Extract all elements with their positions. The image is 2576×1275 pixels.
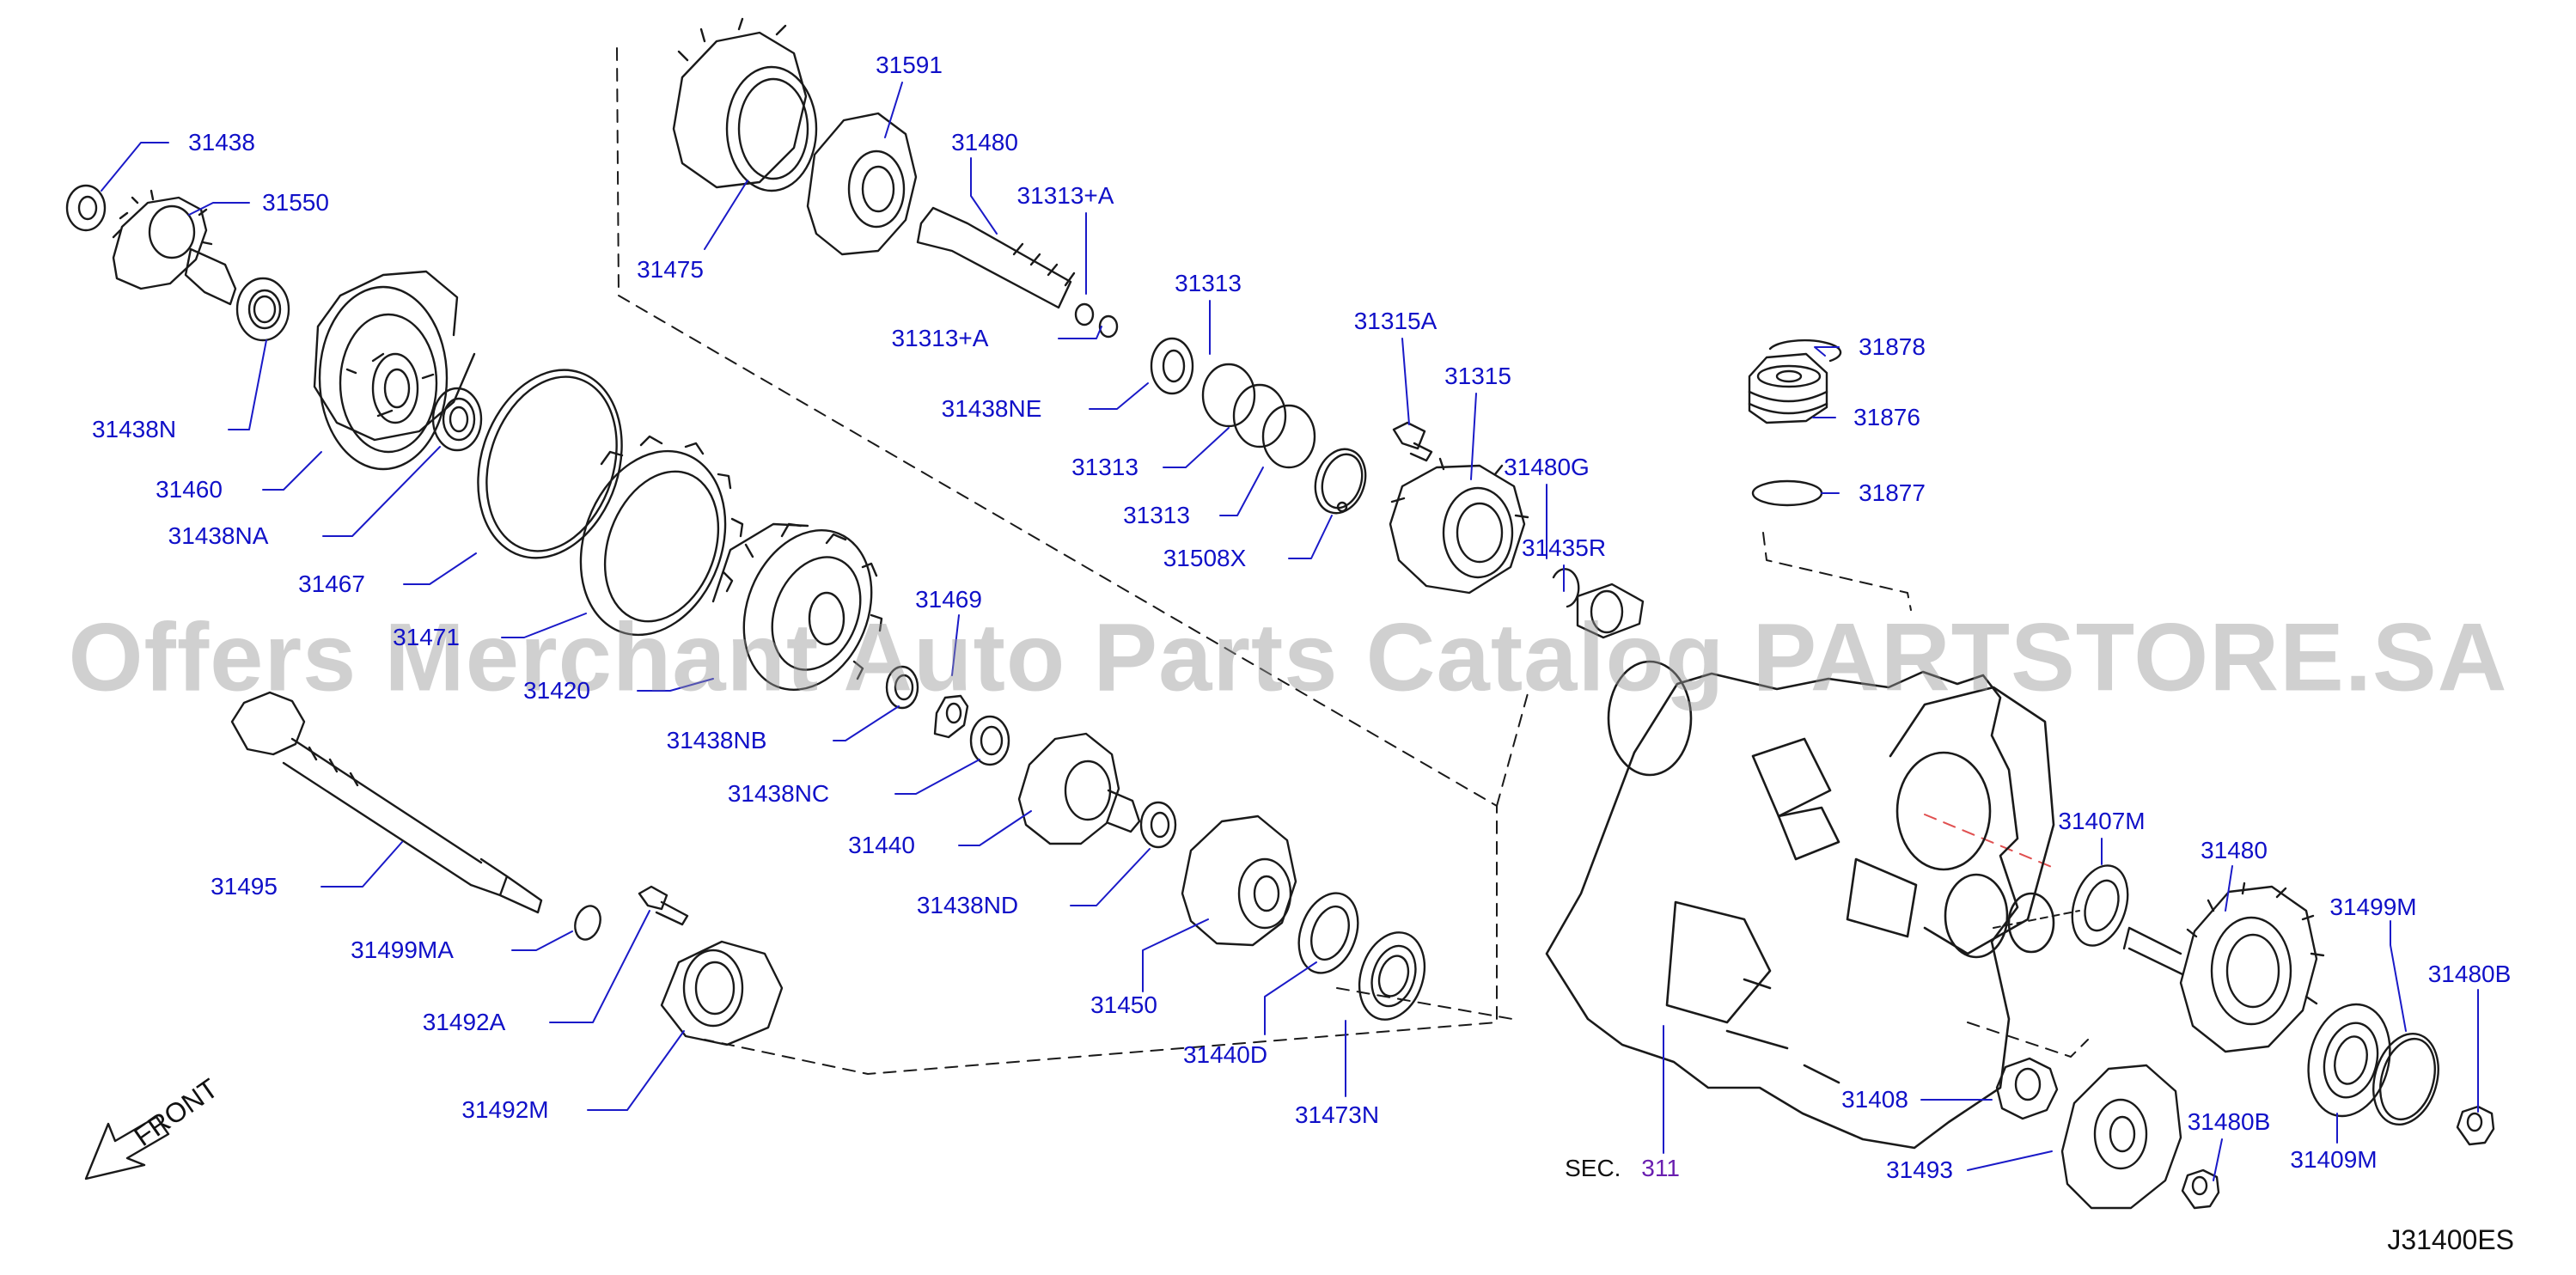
part-number-label[interactable]: 31475: [637, 256, 704, 283]
part-number-label[interactable]: 31313+A: [1016, 182, 1114, 209]
part-31492M-bearing-retainer[interactable]: [660, 940, 784, 1046]
leader-lines: [101, 82, 2479, 1181]
part-number-label[interactable]: 31480: [2201, 837, 2268, 863]
part-31480-input-shaft[interactable]: [916, 206, 1076, 309]
part-31480G-snap-ring[interactable]: [1552, 568, 1580, 608]
part-31438ND-bearing[interactable]: [1139, 801, 1177, 849]
part-31313-shims[interactable]: [1201, 363, 1316, 469]
part-31438NE-bearing[interactable]: [1150, 337, 1194, 395]
part-31591-gear[interactable]: [806, 112, 918, 256]
part-31876-seal[interactable]: [1748, 352, 1828, 424]
part-number-label[interactable]: 31438NB: [666, 727, 767, 753]
part-31508X-snap-ring[interactable]: [1308, 442, 1374, 520]
part-31450-gear[interactable]: [1181, 814, 1297, 947]
part-number-label[interactable]: 31438NA: [168, 522, 269, 549]
part-number-label[interactable]: 31313+A: [891, 325, 989, 351]
part-number-label[interactable]: 31876: [1853, 404, 1920, 430]
front-arrow-icon: [84, 1115, 170, 1180]
part-31467-snap-ring[interactable]: [455, 351, 644, 576]
part-31409M-bearing[interactable]: [2297, 996, 2401, 1125]
part-number-label[interactable]: 31460: [156, 476, 223, 503]
part-31438-washer[interactable]: [65, 184, 107, 232]
part-number-label[interactable]: 31473N: [1294, 1101, 1380, 1128]
part-number-label[interactable]: 31313: [1071, 454, 1138, 480]
part-number-label[interactable]: 31508X: [1163, 545, 1247, 571]
sec-number[interactable]: 311: [1641, 1155, 1680, 1181]
part-number-label[interactable]: 31492M: [461, 1096, 549, 1123]
part-31480B-nut-right[interactable]: [2456, 1105, 2495, 1146]
part-number-label[interactable]: 31315A: [1353, 308, 1438, 334]
part-number-label[interactable]: 31435R: [1521, 534, 1607, 561]
part-number-label[interactable]: 31591: [876, 52, 943, 78]
part-number-label[interactable]: 31315: [1444, 363, 1511, 389]
part-31420-gear-assembly[interactable]: [711, 511, 894, 709]
part-number-label[interactable]: 31480G: [1504, 454, 1590, 480]
part-31407M-bearing[interactable]: [2063, 858, 2138, 953]
part-31878-snap-ring[interactable]: [1768, 339, 1842, 363]
figure-id: J31400ES: [2387, 1224, 2514, 1255]
part-31469-gear[interactable]: [933, 694, 969, 739]
transmission-case-sec-311[interactable]: [1545, 660, 2055, 1150]
part-31408-seal[interactable]: [1995, 1057, 2059, 1120]
part-number-label[interactable]: 31440D: [1182, 1041, 1268, 1068]
part-number-label[interactable]: 31480B: [2427, 961, 2512, 987]
assembly-group-outline: [616, 47, 2089, 1075]
part-31877-o-ring[interactable]: [1751, 479, 1823, 507]
part-number-label[interactable]: 31878: [1859, 333, 1926, 360]
part-number-label[interactable]: 31313: [1175, 270, 1242, 296]
part-number-label[interactable]: 31499M: [2329, 894, 2417, 920]
part-31435R-needle-bearing[interactable]: [1576, 583, 1645, 639]
part-number-label[interactable]: 31438N: [91, 416, 177, 442]
part-number-label[interactable]: 31440: [848, 832, 915, 858]
part-number-label[interactable]: 31492A: [422, 1009, 506, 1035]
part-number-label[interactable]: 31493: [1886, 1156, 1953, 1183]
part-number-label[interactable]: 31499MA: [351, 936, 454, 963]
part-number-label[interactable]: 31471: [393, 624, 460, 650]
part-31480-output-gear[interactable]: [2122, 882, 2325, 1053]
part-31499M-snap-ring[interactable]: [2364, 1026, 2449, 1132]
part-number-label[interactable]: 31550: [262, 189, 329, 216]
part-number-label[interactable]: 31438NC: [727, 780, 830, 807]
part-number-label[interactable]: 31450: [1090, 991, 1157, 1018]
part-number-label[interactable]: 31877: [1859, 479, 1926, 506]
part-number-label[interactable]: 31438NE: [941, 395, 1042, 422]
part-31438NA-bearing[interactable]: [431, 387, 483, 452]
part-31475-gear-sleeve[interactable]: [672, 17, 818, 192]
part-number-label[interactable]: 31438: [188, 129, 255, 156]
part-31493-gear[interactable]: [2060, 1064, 2182, 1210]
part-31480B-nut-bottom[interactable]: [2181, 1168, 2220, 1210]
sec-reference[interactable]: SEC. 311: [1565, 1156, 1680, 1180]
part-number-label[interactable]: 31467: [298, 570, 365, 597]
part-number-label[interactable]: 31407M: [2058, 808, 2146, 834]
part-31492A-bolt[interactable]: [638, 885, 689, 926]
part-31313-plus-A-shims[interactable]: [1074, 302, 1119, 339]
part-number-label[interactable]: 31438ND: [916, 892, 1019, 918]
part-31438NB-bearing[interactable]: [885, 665, 919, 710]
part-31471-clutch-plate[interactable]: [556, 430, 750, 655]
part-number-label[interactable]: 31313: [1123, 502, 1190, 528]
part-31315A-bolt[interactable]: [1392, 421, 1433, 462]
part-number-label[interactable]: 31480: [951, 129, 1018, 156]
part-number-label[interactable]: 31420: [523, 677, 590, 704]
part-31495-shaft[interactable]: [230, 691, 543, 914]
part-number-label[interactable]: 31495: [211, 873, 278, 900]
part-number-label[interactable]: 31469: [915, 586, 982, 613]
sec-label: SEC.: [1565, 1155, 1621, 1181]
part-number-label[interactable]: 31409M: [2290, 1146, 2378, 1173]
watermark: Offers Merchant Auto Parts Catalog PARTS…: [68, 603, 2508, 711]
part-31473N-bearing[interactable]: [1349, 924, 1436, 1028]
part-31550-gear[interactable]: [112, 189, 237, 306]
part-31499MA-snap-ring[interactable]: [571, 903, 605, 943]
part-31440D-thrust-washer[interactable]: [1289, 885, 1369, 981]
part-31315-bearing-housing[interactable]: [1389, 457, 1529, 595]
part-number-label[interactable]: 31408: [1841, 1086, 1908, 1113]
part-31460-drum[interactable]: [313, 270, 476, 471]
part-number-label[interactable]: 31480B: [2187, 1108, 2271, 1135]
part-31440-gear[interactable]: [1017, 732, 1141, 845]
part-31438NC-bearing[interactable]: [969, 715, 1010, 766]
part-31438N-bearing[interactable]: [235, 277, 290, 342]
